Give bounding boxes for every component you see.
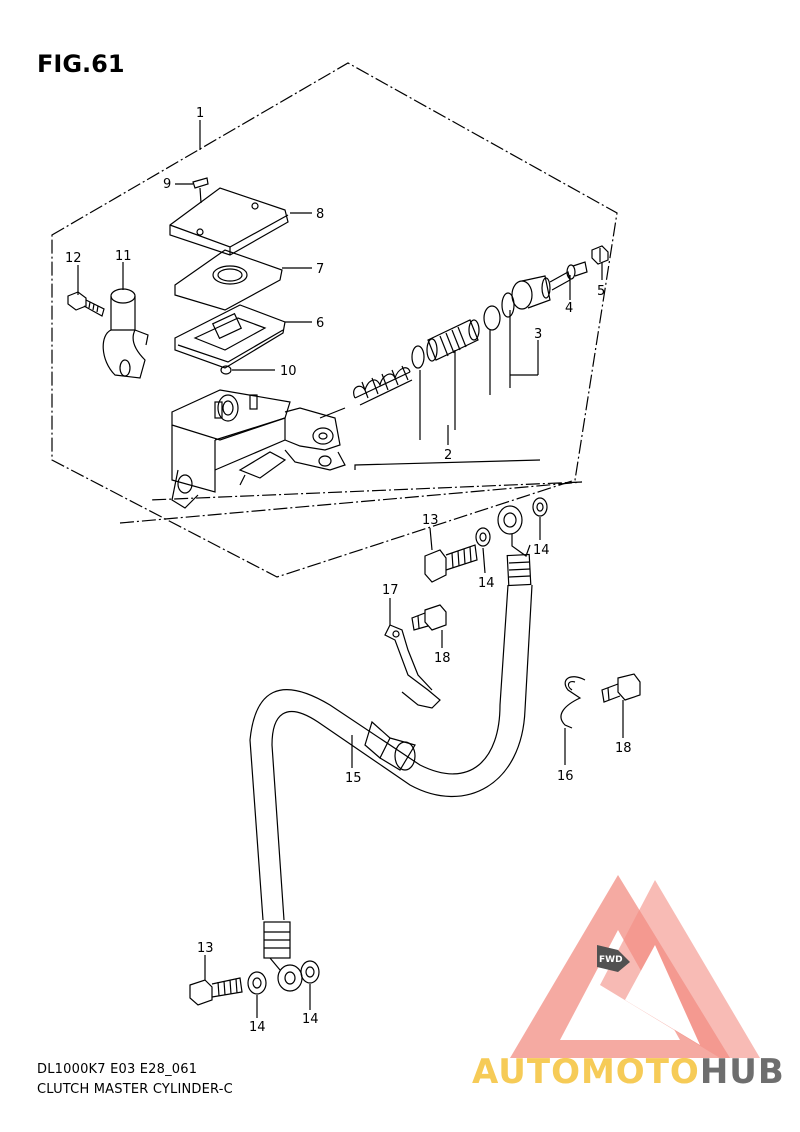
- bracket-bolt-upper: [411, 604, 447, 631]
- model-code: DL1000K7 E03 E28_061: [37, 1062, 198, 1077]
- piston-cup: [411, 345, 425, 369]
- reservoir-cap: [169, 187, 289, 256]
- fwd-badge: FWD: [597, 945, 630, 972]
- callout-14-upper-b: 14: [533, 543, 550, 558]
- push-rod-nut: [591, 245, 609, 265]
- clutch-hose: [249, 584, 509, 921]
- hose-sleeve: [364, 720, 416, 771]
- hose-bracket: [384, 624, 441, 709]
- piston: [426, 319, 480, 362]
- washer-lower-1: [247, 971, 267, 995]
- washer-upper-1: [532, 497, 548, 517]
- callout-3: 3: [534, 327, 542, 342]
- callout-10: 10: [280, 364, 297, 379]
- callout-14-lower-a: 14: [249, 1020, 266, 1035]
- callout-18-upper: 18: [434, 651, 451, 666]
- hose-banjo-upper: [497, 505, 532, 587]
- dust-boot: [511, 275, 551, 310]
- callout-16: 16: [557, 769, 574, 784]
- washer-upper-2: [475, 527, 491, 547]
- watermark-part2: HUB: [700, 1052, 785, 1092]
- master-cylinder-body: [171, 389, 346, 509]
- callout-2: 2: [444, 448, 452, 463]
- washer-lower-2: [300, 960, 320, 984]
- callout-labels: 1 9 8 12 11 7 6 10 5 4 3 2 13 14 14 17 1…: [65, 106, 632, 1035]
- hose-fitting-lower: [263, 921, 303, 992]
- piston-spring: [353, 365, 413, 406]
- piston-seal: [483, 305, 501, 331]
- washer-upper-2-inner: [479, 532, 487, 542]
- callout-1: 1: [196, 106, 204, 121]
- watermark-text: AUTOMOTOHUB: [472, 1052, 785, 1092]
- callout-5: 5: [597, 284, 605, 299]
- callout-4: 4: [565, 301, 573, 316]
- assembly-boundary-tail: [119, 481, 583, 524]
- diaphragm: [174, 304, 286, 369]
- callout-8: 8: [316, 207, 324, 222]
- clamp-bolt: [67, 291, 105, 317]
- push-rod: [549, 261, 588, 291]
- figure-title: FIG.61: [37, 50, 125, 78]
- hose-clip: [560, 676, 586, 729]
- callout-17: 17: [382, 583, 399, 598]
- callout-12: 12: [65, 251, 82, 266]
- callout-7: 7: [316, 262, 324, 277]
- fwd-badge-text: FWD: [599, 955, 623, 965]
- washer-lower-2-inner: [305, 966, 315, 978]
- callout-18-lower: 18: [615, 741, 632, 756]
- callout-13-lower: 13: [197, 941, 214, 956]
- washer-upper-1-inner: [536, 502, 544, 512]
- watermark-part1: AUTOMOTO: [472, 1052, 700, 1092]
- bracket-bolt-lower: [601, 673, 641, 703]
- circlip: [501, 292, 515, 318]
- union-bolt-upper: [424, 544, 478, 583]
- union-bolt-lower: [189, 977, 243, 1006]
- callout-6: 6: [316, 316, 324, 331]
- callout-13-upper: 13: [422, 513, 439, 528]
- callout-9: 9: [163, 177, 171, 192]
- o-ring-small: [220, 365, 232, 375]
- watermark-logo: FWD AUTOMOTOHUB: [472, 875, 785, 1092]
- callout-11: 11: [115, 249, 132, 264]
- diaphragm-plate: [174, 249, 283, 311]
- cap-screw: [192, 177, 209, 204]
- assembly-boundary: [51, 62, 618, 578]
- figure-caption: CLUTCH MASTER CYLINDER-C: [37, 1082, 233, 1097]
- callout-14-upper-a: 14: [478, 576, 495, 591]
- handlebar-clamp: [102, 288, 149, 379]
- washer-lower-1-inner: [252, 977, 262, 989]
- callout-14-lower-b: 14: [302, 1012, 319, 1027]
- callout-15: 15: [345, 771, 362, 786]
